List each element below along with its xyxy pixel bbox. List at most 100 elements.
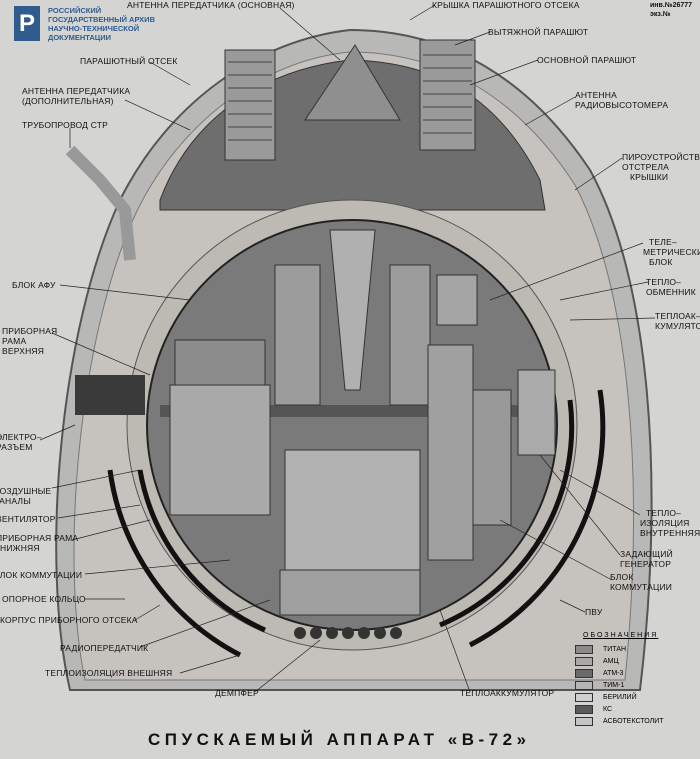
center-column-left [274, 264, 321, 406]
legend-title: ОБОЗНАЧЕНИЯ [583, 632, 659, 639]
master-oscillator [517, 369, 556, 456]
label-line: АНТЕННА ПЕРЕДАТЧИКА [22, 86, 131, 96]
lower-box [284, 449, 421, 571]
archive-line: ДОКУМЕНТАЦИИ [48, 33, 112, 42]
label-line: ТРУБОПРОВОД СТР [22, 120, 109, 130]
label-line: ТЕПЛО– [646, 508, 682, 518]
label-line: ДЕМПФЕР [215, 688, 259, 698]
leader-lines [39, 4, 656, 693]
label-antenna-aux: АНТЕННА ПЕРЕДАТЧИКА(ДОПОЛНИТЕЛЬНАЯ) [22, 86, 130, 106]
label-line: РАДИОПЕРЕДАТЧИК [60, 643, 149, 653]
label-line: РАДИОВЫСОТОМЕРА [575, 100, 669, 110]
label-line: ГЕНЕРАТОР [620, 559, 672, 569]
label-line: ТЕПЛОАК– [655, 311, 700, 321]
label-line: (ДОПОЛНИТЕЛЬНАЯ) [22, 96, 114, 106]
label-line: МЕТРИЧЕСКИЙ [643, 247, 700, 257]
archive-logo: Р [14, 6, 40, 41]
label-pvu: ПВУ [585, 607, 603, 617]
label-transmitter: РАДИОПЕРЕДАТЧИК [60, 643, 148, 653]
electrical-connector [75, 375, 145, 415]
center-column-right [389, 264, 431, 406]
label-connector: ЭЛЕКТРО–РАЗЪЕМ [0, 432, 42, 452]
inventory-number: инв.№26777 экз.№ [650, 1, 692, 19]
legend-label: АТМ-3 [603, 669, 624, 677]
parachute-folds [228, 54, 472, 141]
label-line: ПАРАШЮТНЫЙ ОТСЕК [80, 56, 178, 66]
label-line: ОПОРНОЕ КОЛЬЦО [2, 594, 86, 604]
legend-label: АМЦ [603, 657, 619, 665]
label-line: ОБМЕННИК [646, 287, 696, 297]
main-antenna [304, 44, 401, 121]
legend-swatch [575, 716, 593, 726]
archive-name: РОССИЙСКИЙ ГОСУДАРСТВЕННЫЙ АРХИВ НАУЧНО-… [48, 6, 155, 42]
legend-swatch [575, 692, 593, 702]
legend-label: БЕРИЛИЙ [603, 693, 637, 701]
diagram-title: СПУСКАЕМЫЙ АППАРАТ «В-72» [148, 730, 531, 749]
label-line: РАМА [2, 336, 27, 346]
label-line: ТЕПЛОИЗОЛЯЦИЯ ВНЕШНЯЯ [45, 668, 173, 678]
label-line: КОРПУС ПРИБОРНОГО ОТСЕКА [0, 615, 138, 625]
label-line: КОММУТАЦИИ [610, 582, 673, 592]
label-parachute-bay: ПАРАШЮТНЫЙ ОТСЕК [80, 56, 178, 66]
legend-item: ТИТАН [575, 643, 695, 655]
legend-label: КС [603, 705, 613, 713]
label-air-channels: ВОЗДУШНЫЕКАНАЛЫ [0, 486, 51, 506]
label-line: ОТСТРЕЛА [622, 162, 670, 172]
label-line: КАНАЛЫ [0, 496, 31, 506]
legend-item: БЕРИЛИЙ [575, 691, 695, 703]
label-insulation-external: ТЕПЛОИЗОЛЯЦИЯ ВНЕШНЯЯ [45, 668, 172, 678]
switching-block-right [472, 389, 512, 526]
label-antenna-main: АНТЕННА ПЕРЕДАТЧИКА (ОСНОВНАЯ) [127, 0, 295, 10]
label-pilot-chute: ВЫТЯЖНОЙ ПАРАШЮТ [488, 27, 588, 37]
archive-line: ГОСУДАРСТВЕННЫЙ АРХИВ [48, 15, 155, 24]
label-line: ПИРОУСТРОЙСТВО [622, 152, 700, 162]
label-line: ИЗОЛЯЦИЯ [640, 518, 690, 528]
label-line: КРЫШКИ [630, 172, 669, 182]
label-pipeline: ТРУБОПРОВОД СТР [22, 120, 108, 130]
label-damper: ДЕМПФЕР [215, 688, 259, 698]
parachute-pack-left [224, 49, 276, 161]
legend-item: АМЦ [575, 655, 695, 667]
inner-thermal-insulation-arc-right-2 [439, 399, 575, 628]
inventory-line: экз.№ [650, 11, 671, 18]
label-line: РАЗЪЕМ [0, 442, 33, 452]
label-telemetry: ТЕЛЕ–МЕТРИЧЕСКИЙБЛОК [643, 237, 700, 267]
label-main-chute: ОСНОВНОЙ ПАРАШЮТ [537, 55, 636, 65]
label-line: ВЕРХНЯЯ [2, 346, 45, 356]
legend-swatch [575, 656, 593, 666]
label-line: ОСНОВНОЙ ПАРАШЮТ [537, 55, 637, 65]
legend-swatch [575, 668, 593, 678]
label-line: ВЫТЯЖНОЙ ПАРАШЮТ [488, 27, 589, 37]
label-housing: КОРПУС ПРИБОРНОГО ОТСЕКА [0, 615, 138, 625]
label-line: ЗАДАЮЩИЙ [620, 549, 673, 559]
legend-swatch [575, 704, 593, 714]
legend-label: АСБОТЕКСТОЛИТ [603, 717, 664, 725]
label-line: ПРИБОРНАЯ [2, 326, 58, 336]
label-line: БЛОК [649, 257, 673, 267]
label-line: НИЖНЯЯ [0, 543, 40, 553]
label-line: ВОЗДУШНЫЕ [0, 486, 52, 496]
parachute-pack-right [419, 39, 476, 151]
legend-item: АСБОТЕКСТОЛИТ [575, 715, 695, 727]
label-line: АНТЕННА ПЕРЕДАТЧИКА (ОСНОВНАЯ) [127, 0, 295, 10]
label-line: ЭЛЕКТРО– [0, 432, 42, 442]
heat-accumulator-block [427, 344, 474, 561]
label-line: ПРИБОРНАЯ РАМА [0, 533, 79, 543]
bottom-accumulator [279, 569, 421, 616]
archive-line: НАУЧНО-ТЕХНИЧЕСКОЙ [48, 24, 140, 33]
label-line: ТЕПЛОАККУМУЛЯТОР [460, 688, 555, 698]
label-afu: БЛОК АФУ [12, 280, 56, 290]
label-line: БЛОК [610, 572, 634, 582]
legend-label: ТИТАН [603, 645, 627, 653]
label-heat-exchanger: ТЕПЛО–ОБМЕННИК [646, 277, 696, 297]
label-heat-accumulator-bottom: ТЕПЛОАККУМУЛЯТОР [460, 688, 554, 698]
central-nozzle [329, 229, 376, 391]
